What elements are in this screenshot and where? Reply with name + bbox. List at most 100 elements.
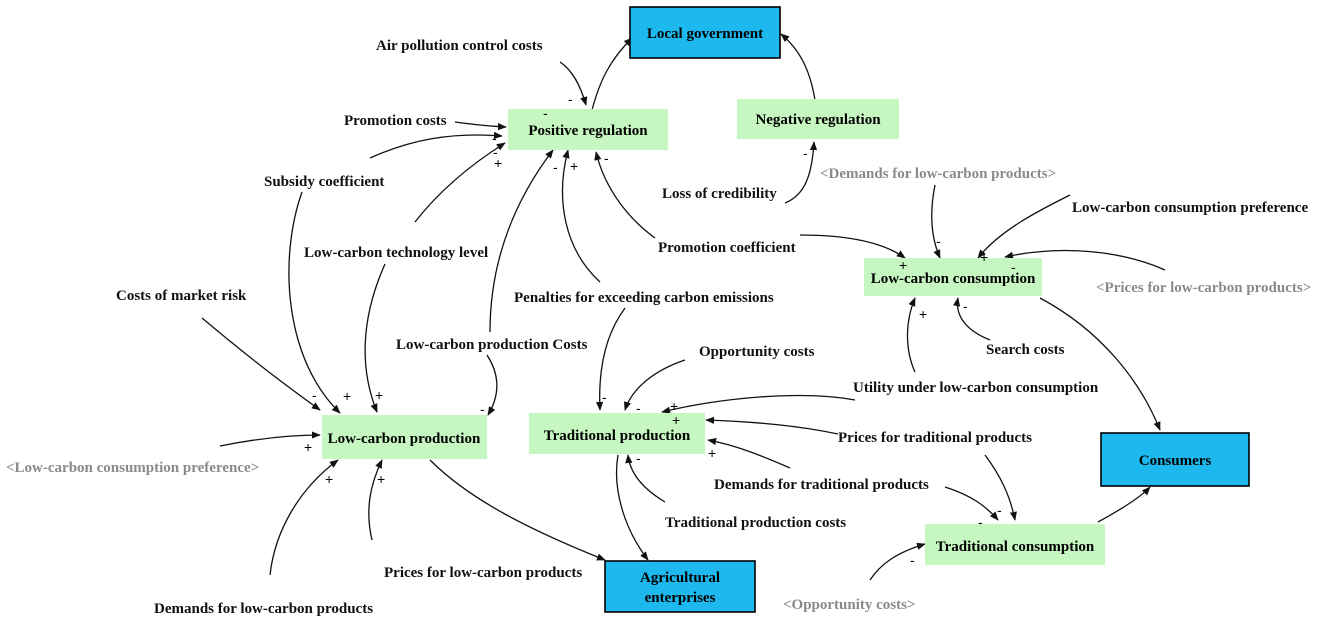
edge-utility-to-lowcarbon-consumption <box>906 297 916 373</box>
edge-shadow-prices-to-lowcarbon-consumption <box>1004 249 1166 271</box>
polarity-minus: - <box>480 401 485 417</box>
var-search-costs: Search costs <box>986 342 1065 358</box>
edge-lowcarbon-costs-to-positive-regulation <box>489 149 554 333</box>
polarity-plus: + <box>325 471 333 487</box>
edge-air-pollution-to-positive-regulation <box>559 61 588 106</box>
edge-shadow-opportunity-to-traditional-consumption <box>869 542 926 581</box>
edge-penalties-to-traditional-production <box>596 307 626 411</box>
polarity-plus: + <box>708 445 716 461</box>
polarity-minus: - <box>978 514 983 530</box>
var-subsidy-coefficient: Subsidy coefficient <box>264 174 384 190</box>
var-penalties-exceeding-carbon: Penalties for exceeding carbon emissions <box>514 290 774 306</box>
stock-local-government[interactable]: Local government <box>629 6 781 59</box>
edge-credibility-to-negative-regulation <box>784 141 818 204</box>
edge-lowcarbon-consumption-to-consumers <box>1039 297 1161 431</box>
edge-market-risk-to-lowcarbon-production <box>201 317 321 411</box>
process-traditional-production-label: Traditional production <box>544 428 691 444</box>
edge-demands-to-lowcarbon-production <box>269 459 339 576</box>
stock-agricultural-enterprises-label-line2: enterprises <box>645 590 716 606</box>
shadow-low-carbon-consumption-preference: <Low-carbon consumption preference> <box>6 460 259 476</box>
polarity-minus: - <box>636 400 641 416</box>
edge-prices-to-lowcarbon-production <box>368 459 383 541</box>
polarity-minus: - <box>604 150 609 166</box>
process-low-carbon-consumption-label: Low-carbon consumption <box>871 271 1036 287</box>
edge-traditional-production-to-enterprises <box>615 454 649 561</box>
stock-agricultural-enterprises-label-line1: Agricultural <box>640 570 720 586</box>
polarity-minus: - <box>492 130 497 146</box>
var-prices-low-carbon-products: Prices for low-carbon products <box>384 565 582 581</box>
polarity-plus: + <box>570 158 578 174</box>
var-opportunity-costs: Opportunity costs <box>699 344 815 360</box>
var-low-carbon-technology-level: Low-carbon technology level <box>304 245 488 261</box>
edge-promotion-coefficient-to-lowcarbon-consumption <box>799 234 906 259</box>
edge-traditional-consumption-to-consumers <box>1097 486 1151 523</box>
process-positive-regulation[interactable]: Positive regulation <box>508 109 668 150</box>
edge-negative-regulation-to-local-government <box>780 33 816 101</box>
process-low-carbon-production[interactable]: Low-carbon production <box>322 415 487 459</box>
process-traditional-consumption[interactable]: Traditional consumption <box>925 524 1105 565</box>
var-prices-traditional-products: Prices for traditional products <box>838 430 1032 446</box>
edge-lowcarbon-costs-to-lowcarbon-production <box>486 354 498 416</box>
variables: Air pollution control costs Promotion co… <box>116 38 1308 617</box>
polarity-minus: - <box>963 298 968 314</box>
edge-penalties-to-positive-regulation <box>561 149 601 283</box>
edge-demands-traditional-to-traditional-production <box>707 437 791 469</box>
edge-technology-to-lowcarbon-production <box>364 263 386 413</box>
process-negative-regulation[interactable]: Negative regulation <box>737 99 899 139</box>
var-air-pollution-control-costs: Air pollution control costs <box>376 38 543 54</box>
var-promotion-coefficient: Promotion coefficient <box>658 240 796 256</box>
polarity-minus: - <box>803 145 808 161</box>
polarity-minus: - <box>553 159 558 175</box>
var-promotion-costs: Promotion costs <box>344 113 447 129</box>
polarity-minus: - <box>568 91 573 107</box>
edge-lowcarbon-production-to-enterprises <box>429 459 606 561</box>
process-traditional-consumption-label: Traditional consumption <box>936 539 1095 555</box>
polarity-plus: + <box>494 155 502 171</box>
polarity-minus: - <box>602 389 607 405</box>
edge-promotion-costs-to-positive-regulation <box>454 121 507 131</box>
polarity-plus: + <box>670 398 678 414</box>
shadow-variables: <Demands for low-carbon products> <Price… <box>6 166 1311 613</box>
var-low-carbon-consumption-preference: Low-carbon consumption preference <box>1072 200 1308 216</box>
polarity-plus: + <box>980 249 988 265</box>
stock-consumers-label: Consumers <box>1139 453 1212 469</box>
process-low-carbon-production-label: Low-carbon production <box>328 431 481 447</box>
polarity-minus: - <box>636 450 641 466</box>
polarity-minus: - <box>543 105 548 121</box>
shadow-prices-low-carbon-products: <Prices for low-carbon products> <box>1096 280 1311 296</box>
polarity-plus: + <box>919 306 927 322</box>
polarity-minus: - <box>997 502 1002 518</box>
edge-subsidy-to-lowcarbon-production <box>288 191 341 414</box>
polarity-plus: + <box>343 388 351 404</box>
process-traditional-production[interactable]: Traditional production <box>529 413 705 454</box>
edge-subsidy-to-positive-regulation <box>369 131 503 159</box>
process-low-carbon-consumption[interactable]: Low-carbon consumption <box>864 258 1042 296</box>
polarity-plus: + <box>377 471 385 487</box>
var-traditional-production-costs: Traditional production costs <box>665 515 846 531</box>
stock-local-government-label: Local government <box>647 26 763 42</box>
edge-search-costs-to-lowcarbon-consumption <box>953 297 991 341</box>
edge-traditional-costs-to-traditional-production <box>625 454 666 503</box>
edge-preference-to-lowcarbon-production <box>219 431 321 447</box>
polarity-minus: - <box>312 387 317 403</box>
edge-prices-traditional-to-traditional-consumption <box>984 454 1017 521</box>
edge-shadow-demands-to-lowcarbon-consumption <box>931 184 941 259</box>
var-low-carbon-production-costs: Low-carbon production Costs <box>396 337 588 353</box>
edge-preference-to-lowcarbon-consumption <box>977 194 1071 259</box>
var-loss-of-credibility: Loss of credibility <box>662 186 777 202</box>
polarity-plus: + <box>375 387 383 403</box>
polarity-plus: + <box>672 412 680 428</box>
edge-prices-traditional-to-traditional-production <box>705 416 839 435</box>
stock-agricultural-enterprises[interactable]: Agricultural enterprises <box>604 560 756 613</box>
edge-technology-to-positive-regulation <box>414 142 506 223</box>
process-positive-regulation-label: Positive regulation <box>528 123 648 139</box>
polarity-minus: - <box>910 552 915 568</box>
edge-promotion-coefficient-to-positive-regulation <box>594 151 656 239</box>
shadow-demands-low-carbon-products: <Demands for low-carbon products> <box>820 166 1056 182</box>
process-negative-regulation-label: Negative regulation <box>755 112 881 128</box>
edge-utility-to-traditional-production <box>661 394 856 414</box>
polarity-minus: - <box>493 144 498 160</box>
var-demands-low-carbon-products: Demands for low-carbon products <box>154 601 373 617</box>
stock-consumers[interactable]: Consumers <box>1100 432 1250 487</box>
